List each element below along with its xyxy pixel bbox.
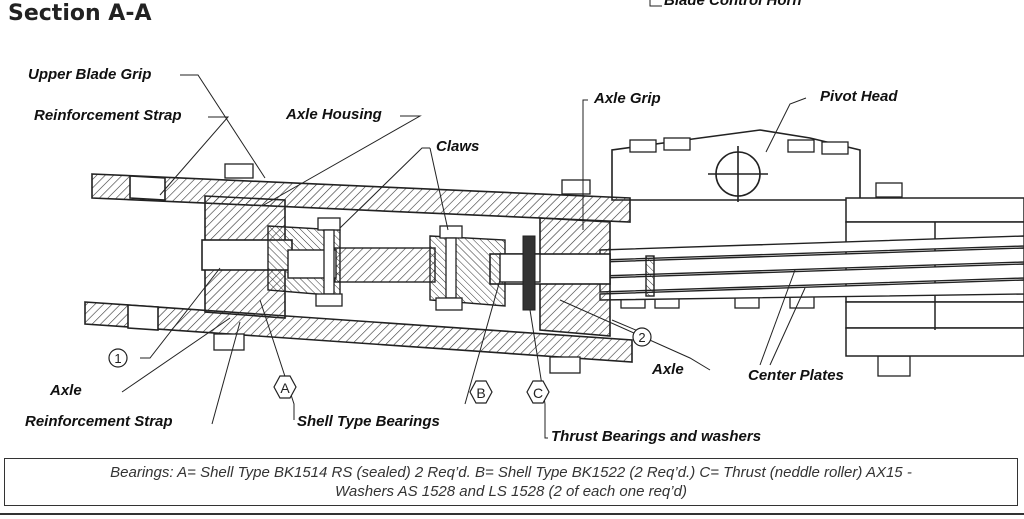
label-shell-type-bearings: Shell Type Bearings xyxy=(297,413,440,430)
label-upper-blade-grip: Upper Blade Grip xyxy=(28,66,152,83)
center-plates xyxy=(599,235,1024,301)
circle-marker-2: 2 xyxy=(632,327,652,347)
claw-bolts xyxy=(315,217,463,311)
label-center-plates: Center Plates xyxy=(748,367,844,384)
label-blade-control-horn: Blade Control Horn xyxy=(664,0,802,9)
bottom-rule xyxy=(0,513,1024,515)
leader-lines xyxy=(121,0,807,439)
hex-marker-a: A xyxy=(273,375,297,399)
caption-line-1: Bearings: A= Shell Type BK1514 RS (seale… xyxy=(110,464,912,481)
label-axle-housing: Axle Housing xyxy=(286,106,382,123)
hex-marker-c: C xyxy=(526,380,550,404)
hex-marker-b: B xyxy=(469,380,493,404)
label-axle-grip: Axle Grip xyxy=(594,90,661,107)
svg-text:B: B xyxy=(476,385,485,401)
label-axle-left: Axle xyxy=(50,382,82,399)
label-reinforcement-strap-top: Reinforcement Strap xyxy=(34,107,182,124)
svg-text:A: A xyxy=(280,380,290,396)
section-title: Section A-A xyxy=(8,1,152,26)
circle-marker-1: 1 xyxy=(108,348,128,368)
label-axle-right: Axle xyxy=(652,361,684,378)
thrust-bearing xyxy=(522,235,536,311)
label-reinforcement-strap-bottom: Reinforcement Strap xyxy=(25,413,173,430)
svg-text:C: C xyxy=(533,385,543,401)
svg-text:1: 1 xyxy=(114,351,121,366)
svg-text:2: 2 xyxy=(638,330,645,345)
caption-line-2: Washers AS 1528 and LS 1528 (2 of each o… xyxy=(335,483,687,500)
label-pivot-head: Pivot Head xyxy=(820,88,898,105)
lower-blade-grip-plate xyxy=(84,301,633,363)
claws xyxy=(267,225,541,307)
upper-blade-grip-plate xyxy=(91,173,631,223)
bearings-caption: Bearings: A= Shell Type BK1514 RS (seale… xyxy=(4,458,1018,506)
label-thrust-bearings: Thrust Bearings and washers xyxy=(551,428,762,445)
label-claws: Claws xyxy=(436,138,480,155)
